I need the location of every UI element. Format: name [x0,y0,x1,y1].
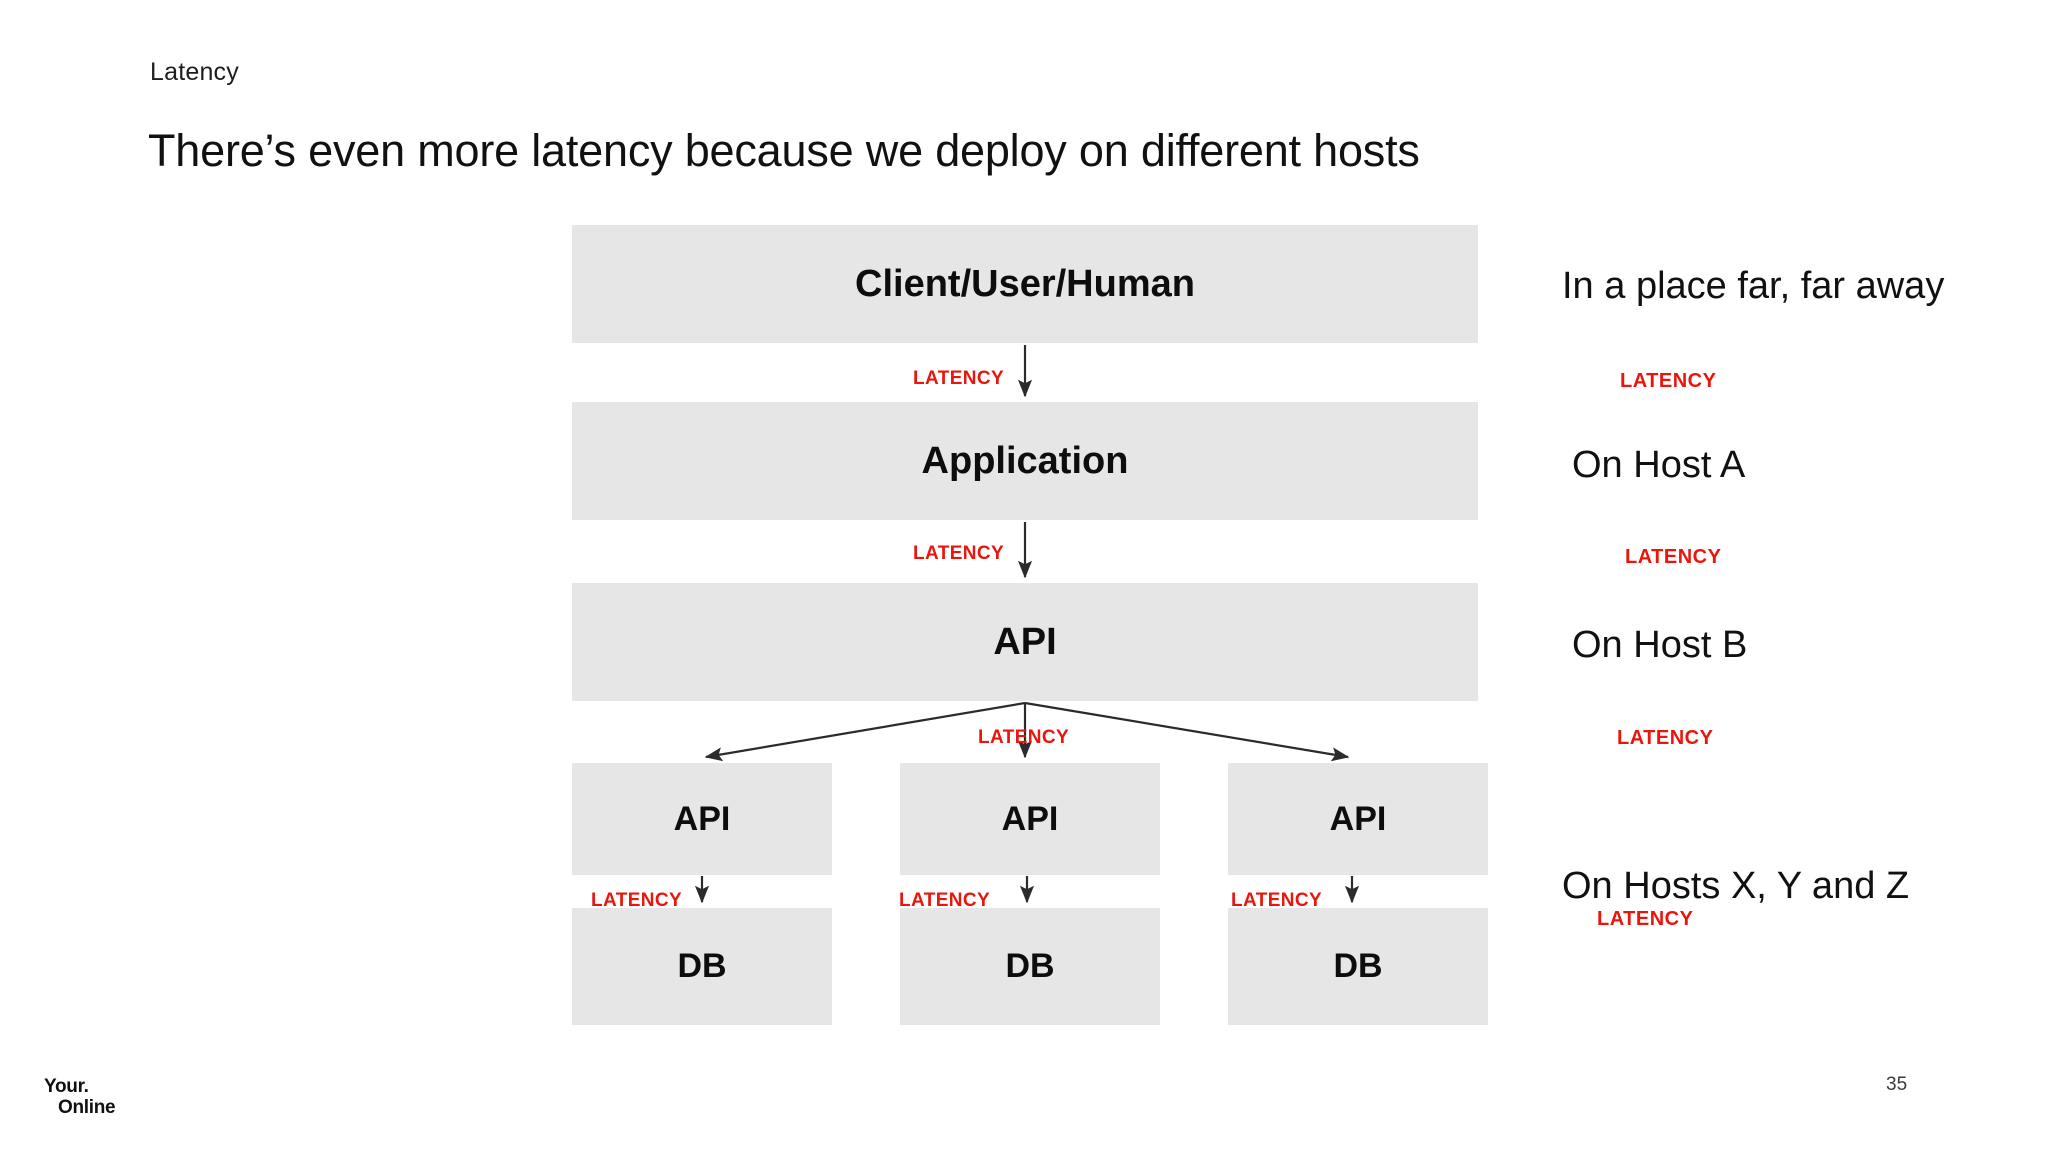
node-api-z-label: API [1329,799,1387,838]
node-db-x[interactable]: DB [572,908,832,1025]
slide-eyebrow: Latency [150,58,239,86]
page-title: There’s even more latency because we dep… [148,125,1420,176]
annotation-placement-host-a: On Host A [1572,444,1746,486]
annotation-latency-2: LATENCY [1625,546,1722,568]
annotation-latency-3: LATENCY [1617,727,1714,749]
node-api-y[interactable]: API [900,763,1160,875]
latency-label-client-to-application: LATENCY [913,368,1005,389]
node-api-main[interactable]: API [572,583,1478,701]
brand-logo-line-1: Your. [44,1076,89,1097]
node-db-z[interactable]: DB [1228,908,1488,1025]
annotation-placement-host-b: On Host B [1572,624,1748,666]
node-client[interactable]: Client/User/Human [572,225,1478,343]
node-client-label: Client/User/Human [855,262,1195,305]
page-number: 35 [1886,1074,1908,1095]
node-db-y[interactable]: DB [900,908,1160,1025]
annotation-placement-hosts-xyz: On Hosts X, Y and Z [1562,865,1910,907]
node-db-x-label: DB [677,947,727,985]
brand-logo: Your. Online [44,1076,116,1118]
node-db-y-label: DB [1005,947,1055,985]
latency-label-api-x-to-db-x: LATENCY [591,890,683,911]
latency-label-application-to-api: LATENCY [913,543,1005,564]
node-api-x[interactable]: API [572,763,832,875]
node-api-main-label: API [993,620,1057,663]
annotation-latency-4: LATENCY [1597,908,1694,930]
node-api-y-label: API [1001,799,1059,838]
latency-label-api-y-to-db-y: LATENCY [899,890,991,911]
node-application[interactable]: Application [572,402,1478,520]
latency-label-api-z-to-db-z: LATENCY [1231,890,1323,911]
node-application-label: Application [921,439,1129,482]
node-db-z-label: DB [1333,947,1383,985]
brand-logo-line-2: Online [58,1096,116,1118]
latency-label-api-to-leaf-apis: LATENCY [978,727,1070,748]
annotation-latency-1: LATENCY [1620,370,1717,392]
node-api-z[interactable]: API [1228,763,1488,875]
annotation-placement-far-away: In a place far, far away [1562,265,1945,307]
node-api-x-label: API [673,799,731,838]
